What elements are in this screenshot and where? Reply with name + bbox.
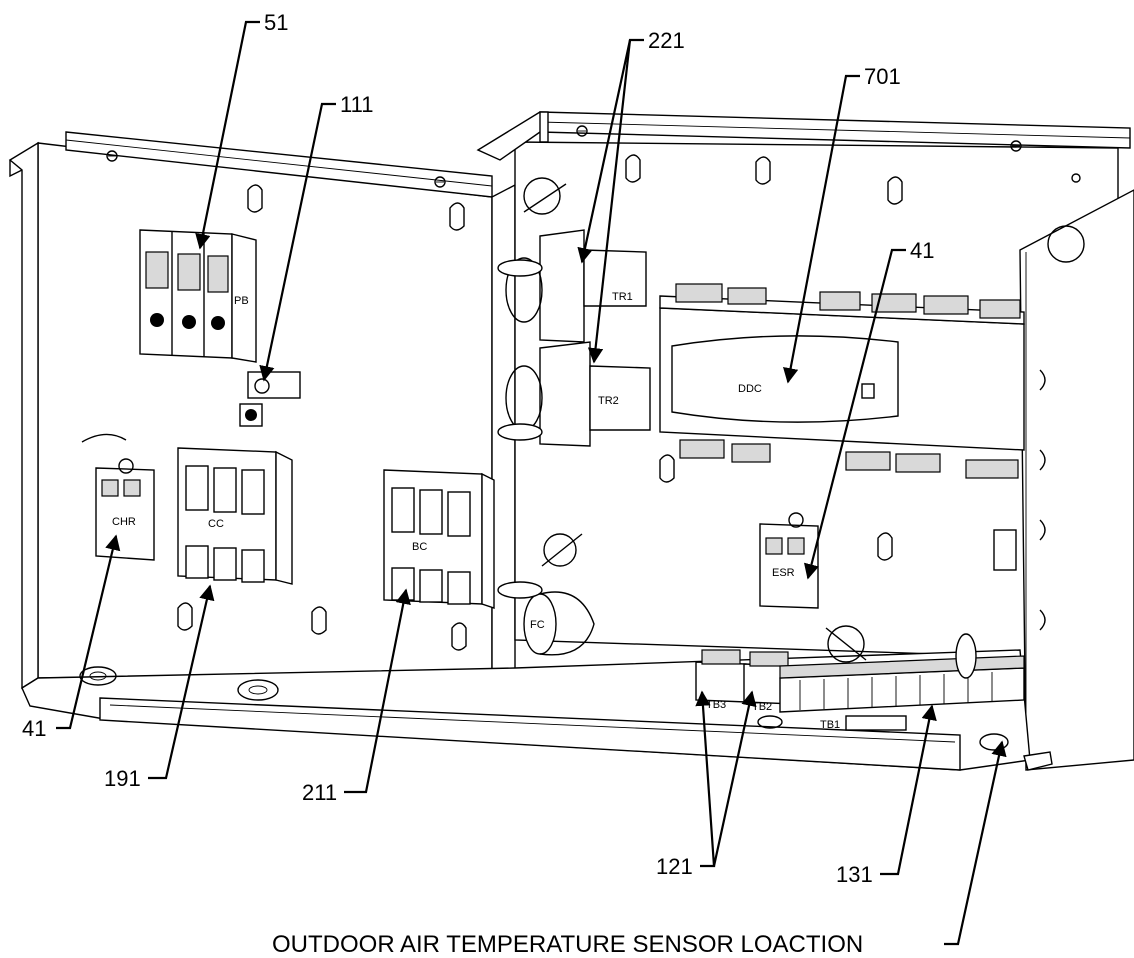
tr2-transformer: TR2 <box>497 341 651 447</box>
callout-41-right: 41 <box>910 238 934 263</box>
leader-121-b <box>712 690 757 867</box>
callout-111: 111 <box>340 92 373 117</box>
callout-numbers: 51 111 221 701 41 41 191 211 121 131 <box>22 10 934 887</box>
callout-191: 191 <box>104 766 141 791</box>
rail-screws <box>106 125 1081 188</box>
leader-outdoor-sensor <box>944 740 1007 946</box>
bc-label: BC <box>412 541 427 553</box>
tb1-label: TB1 <box>820 719 840 731</box>
bc-contactor: BC <box>383 469 495 609</box>
outdoor-sensor-caption: OUTDOOR AIR TEMPERATURE SENSOR LOACTION <box>272 931 863 958</box>
leader-41-right <box>803 248 906 580</box>
leader-191 <box>148 584 215 780</box>
leader-221-b <box>587 39 632 364</box>
esr-label: ESR <box>772 567 795 579</box>
ddc-label: DDC <box>738 383 762 395</box>
callout-211: 211 <box>302 780 337 805</box>
fc-capacitor: FC <box>497 581 595 656</box>
leader-41-left <box>56 534 121 730</box>
callout-41-left: 41 <box>22 716 46 741</box>
wire-clips <box>177 154 903 651</box>
fc-label: FC <box>530 619 545 631</box>
esr-relay: ESR <box>759 512 819 609</box>
right-side-panel <box>1019 189 1134 771</box>
wire-rings <box>523 177 1085 663</box>
leader-701 <box>783 74 860 384</box>
base-front-lip <box>99 697 961 771</box>
leader-131 <box>880 704 937 876</box>
callout-221: 221 <box>648 28 685 53</box>
tr1-transformer: TR1 <box>497 229 647 343</box>
callout-131: 131 <box>836 862 873 887</box>
callout-leaders <box>56 20 1007 946</box>
callout-121: 121 <box>656 854 693 879</box>
misc-hardware <box>955 369 1046 679</box>
tr1-label: TR1 <box>612 291 633 303</box>
pb-label: PB <box>234 295 249 307</box>
cc-contactor: CC <box>177 447 293 585</box>
leader-51 <box>195 20 260 250</box>
ddc-controller: DDC <box>659 283 1025 479</box>
power-block: PB <box>139 229 257 363</box>
callout-51: 51 <box>264 10 288 35</box>
tb3-label: TB3 <box>706 699 726 711</box>
leader-211 <box>344 588 411 794</box>
chr-label: CHR <box>112 516 136 528</box>
left-side-flange <box>8 141 39 690</box>
cc-label: CC <box>208 518 224 530</box>
tb2-label: TB2 <box>752 701 772 713</box>
tr2-label: TR2 <box>598 395 619 407</box>
leader-111 <box>259 102 336 382</box>
callout-701: 701 <box>864 64 901 89</box>
